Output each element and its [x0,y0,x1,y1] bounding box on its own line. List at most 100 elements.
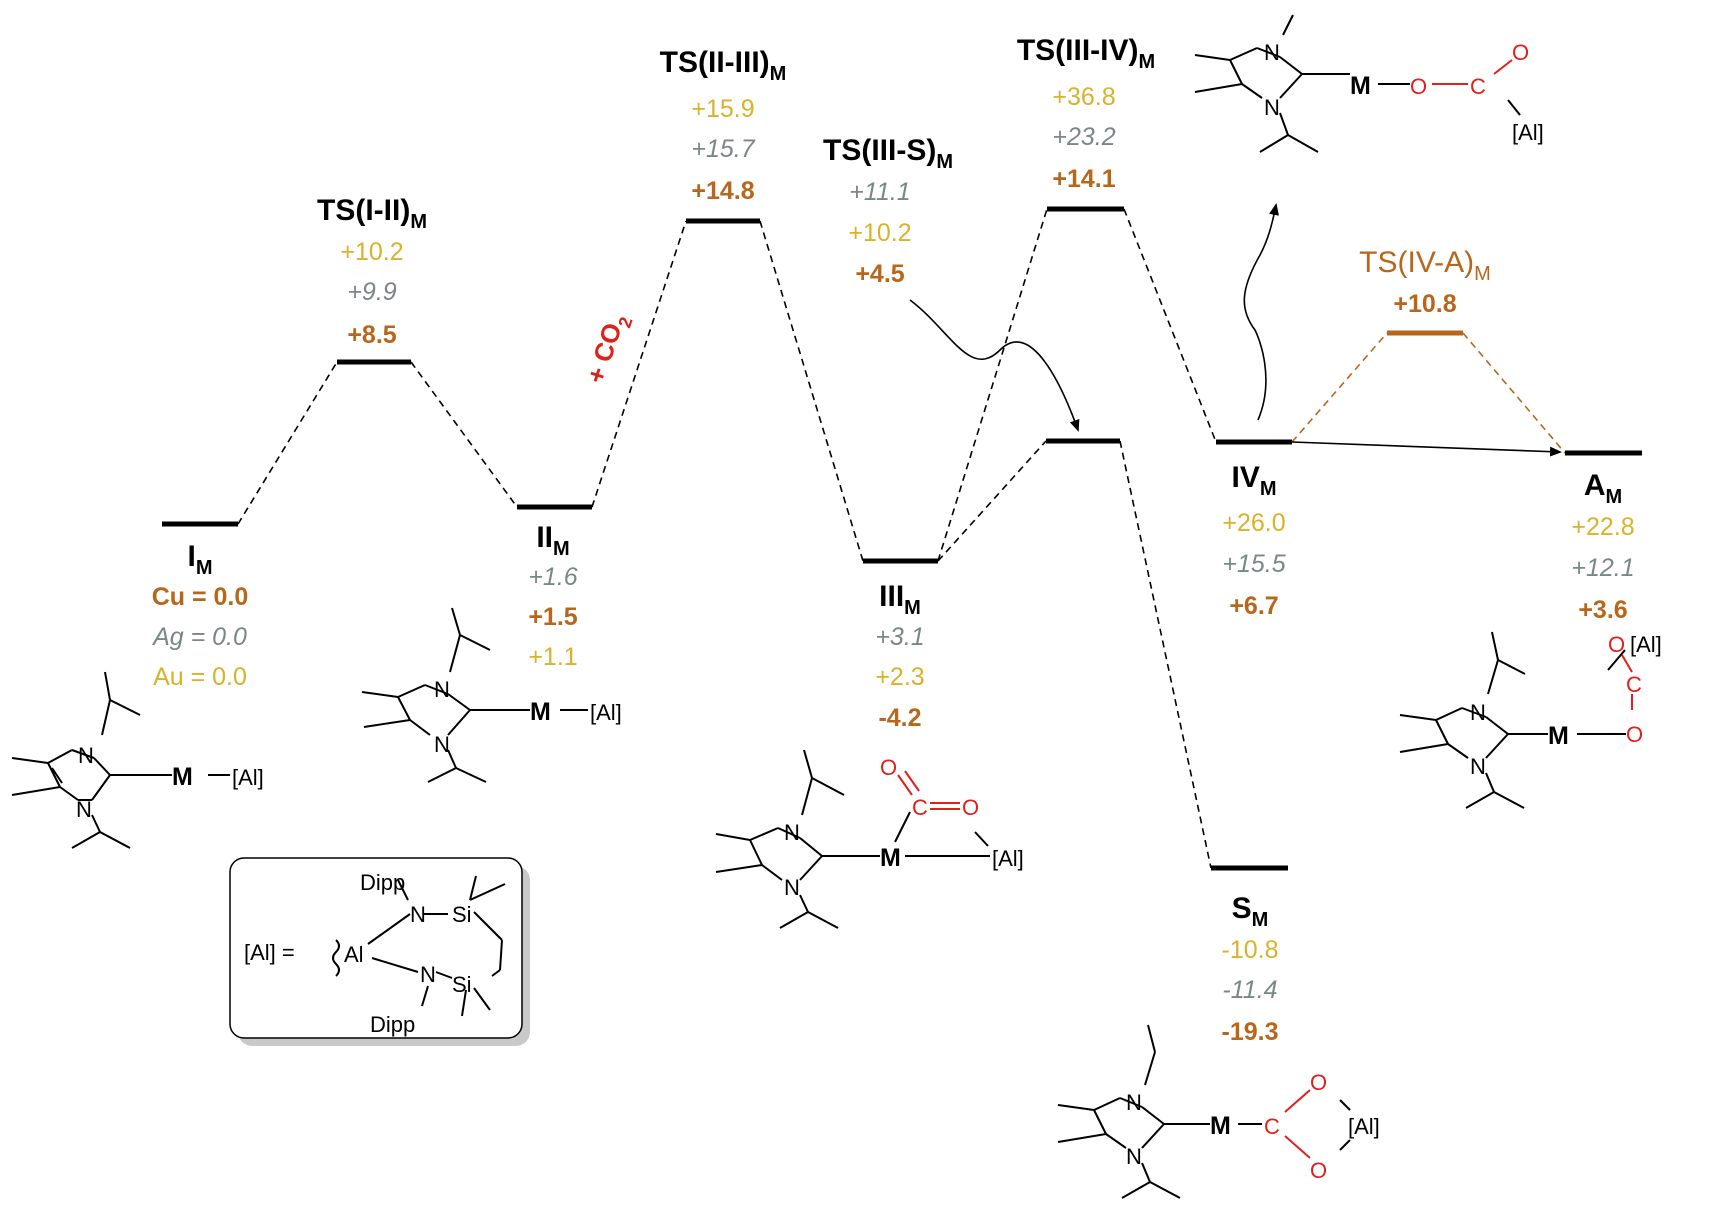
state-TS-III-S-au: +10.2 [848,219,911,247]
state-TS-IV-A-name: TS(IV-A)M [1359,246,1491,285]
svg-text:O: O [1608,632,1625,657]
state-I-labels: IM Cu = 0.0 Ag = 0.0 Au = 0.0 [151,540,248,691]
svg-text:M: M [1210,1112,1231,1140]
svg-text:[Al] =: [Al] = [244,940,295,965]
state-TS-III-S-labels: TS(III-S)M +11.1 +10.2 +4.5 [823,134,953,288]
state-IV-cu: +6.7 [1229,592,1278,620]
connector-TSIIIS-to-S [1119,440,1212,869]
structure-I: N N M [Al] [11,671,264,849]
state-TS-II-III-name: TS(II-III)M [660,46,787,85]
state-III-name: IIIM [879,580,921,619]
state-I-name: IM [187,540,212,579]
svg-text:O: O [1512,40,1529,65]
svg-text:[Al]: [Al] [590,700,622,725]
svg-text:O: O [1310,1070,1327,1095]
state-TS-III-IV-cu: +14.1 [1052,165,1115,193]
state-TS-II-III-labels: TS(II-III)M +15.9 +15.7 +14.8 [660,46,787,205]
svg-text:[Al]: [Al] [1630,632,1662,657]
state-TS-III-S-name: TS(III-S)M [823,134,953,173]
svg-text:[Al]: [Al] [1512,120,1544,145]
state-A-au: +22.8 [1571,513,1634,541]
svg-text:[Al]: [Al] [1348,1114,1380,1139]
state-S-cu: -19.3 [1222,1018,1279,1046]
connector-IV-to-TSIVA [1291,332,1388,443]
state-II-labels: IIM +1.6 +1.5 +1.1 [528,521,577,671]
svg-text:O: O [1410,74,1427,99]
svg-text:Si: Si [452,902,472,927]
structure-A: N N M O C O [Al] [1399,631,1662,809]
svg-text:N: N [1126,1144,1142,1169]
svg-text:N: N [1470,754,1486,779]
state-III-ag: +3.1 [875,623,924,651]
arrow-IV-to-A [1291,441,1562,457]
state-S-labels: SM -10.8 -11.4 -19.3 [1222,892,1279,1046]
svg-text:Dipp: Dipp [370,1012,415,1037]
state-I-cu: Cu = 0.0 [152,583,249,611]
state-TS-III-IV-ag: +23.2 [1052,123,1115,151]
state-S-name: SM [1232,892,1269,931]
connector-TSIIIIV-to-IV [1123,208,1217,443]
state-I-au: Au = 0.0 [153,663,247,691]
svg-text:M: M [880,844,901,872]
svg-text:N: N [1470,700,1486,725]
state-TS-III-S-cu: +4.5 [855,260,904,288]
svg-text:N: N [784,820,800,845]
state-TS-III-S-ag: +11.1 [849,178,910,206]
state-A-ag: +12.1 [1571,554,1634,582]
svg-text:O: O [962,795,979,820]
svg-text:C: C [1626,672,1642,697]
svg-text:N: N [434,732,450,757]
state-TS-I-II-ag: +9.9 [347,278,396,306]
svg-text:[Al]: [Al] [992,846,1024,871]
arrow-IV-to-upper-structure [1243,203,1279,421]
state-S-ag: -11.4 [1222,976,1277,1004]
svg-text:M: M [1548,722,1569,750]
connector-III-to-TSIIIIV [937,208,1048,562]
state-IV-ag: +15.5 [1222,550,1285,578]
state-II-name: IIM [536,521,569,560]
state-TS-IV-A-cu: +10.8 [1393,290,1456,318]
svg-text:[Al]: [Al] [232,765,264,790]
state-II-ag: +1.6 [528,563,577,591]
svg-text:C: C [912,795,928,820]
svg-text:M: M [172,763,193,791]
connector-TSIIIII-to-III [759,220,864,562]
svg-text:M: M [1350,72,1371,100]
state-III-labels: IIIM +3.1 +2.3 -4.2 [875,580,924,732]
svg-text:N: N [434,677,450,702]
arrows [909,203,1562,457]
state-TS-II-III-ag: +15.7 [691,135,755,163]
state-TS-I-II-cu: +8.5 [347,321,396,349]
state-TS-I-II-labels: TS(I-II)M +10.2 +9.9 +8.5 [317,194,427,349]
state-A-cu: +3.6 [1578,596,1627,624]
svg-text:N: N [1126,1090,1142,1115]
state-TS-III-IV-au: +36.8 [1052,83,1115,111]
connector-lines-cu-path [1291,332,1566,454]
svg-text:M: M [530,698,551,726]
state-TS-II-III-au: +15.9 [691,95,754,123]
energy-levels [162,206,1642,871]
svg-text:N: N [78,743,94,768]
al-legend-box: [Al] = Al Dipp N Si N Si Dipp [229,857,530,1046]
svg-text:C: C [1264,1114,1280,1139]
svg-text:N: N [420,962,436,987]
structure-S: N N M C O O [Al] [1057,1024,1380,1199]
state-IV-au: +26.0 [1222,509,1285,537]
svg-text:O: O [1626,722,1643,747]
state-IV-labels: IVM +26.0 +15.5 +6.7 [1222,461,1285,620]
svg-text:C: C [1470,74,1486,99]
svg-text:Dipp: Dipp [360,870,405,895]
structure-IV: N N M O C O [Al] [1194,14,1544,153]
connector-I-to-TSIII [237,361,338,525]
svg-text:N: N [410,902,426,927]
state-II-cu: +1.5 [528,603,577,631]
state-TS-II-III-cu: +14.8 [691,177,754,205]
state-TS-I-II-name: TS(I-II)M [317,194,427,233]
state-III-au: +2.3 [875,663,924,691]
connector-lines [237,208,1217,869]
connector-TSIVA-to-A [1462,332,1566,454]
co2-label: + CO2 [580,310,636,389]
svg-text:N: N [1264,40,1280,65]
svg-text:Al: Al [344,942,364,967]
structure-III: N N M O C O [Al] [715,749,1024,929]
